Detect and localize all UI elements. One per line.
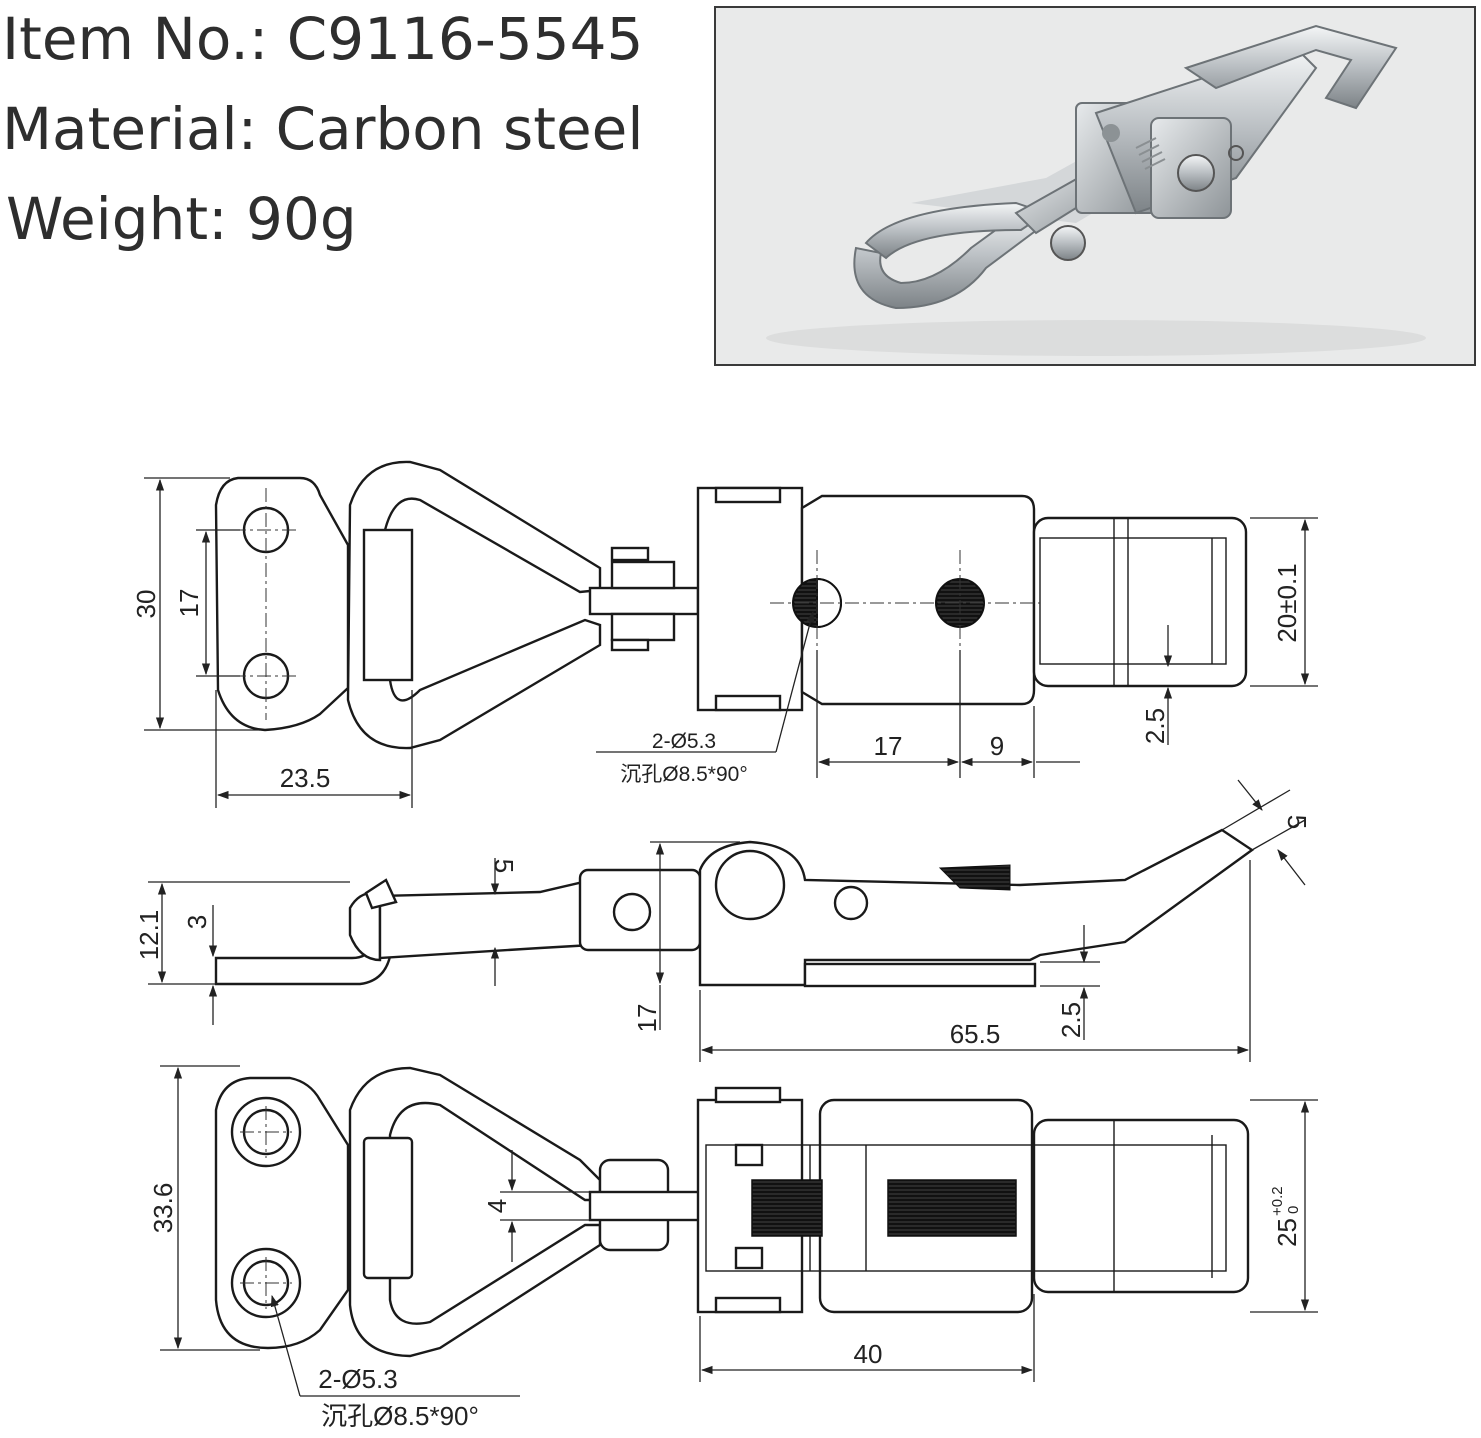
dim-side-tip: 5 xyxy=(1282,815,1312,829)
dim-bottom-width: 25 xyxy=(1272,1218,1302,1247)
item-number: Item No.: C9116-5545 xyxy=(2,5,644,73)
dim-top-hole-end: 9 xyxy=(990,731,1004,761)
weight-spec: Weight: 90g xyxy=(6,185,357,253)
dim-top-offset: 2.5 xyxy=(1140,708,1170,744)
dim-top-hole-pitch: 17 xyxy=(874,731,903,761)
material-spec: Material: Carbon steel xyxy=(2,95,644,163)
top-hole-note-1: 2-Ø5.3 xyxy=(652,730,716,753)
dim-bottom-base-length: 40 xyxy=(854,1339,883,1369)
dim-side-plate-thickness: 3 xyxy=(182,915,212,929)
dim-top-hole-spacing: 17 xyxy=(174,589,204,618)
bottom-view: 33.6 4 25 +0.2 0 40 2-Ø5.3 沉孔Ø8.5*90° xyxy=(148,1065,1318,1431)
dim-bottom-width-tol-lower: 0 xyxy=(1285,1206,1302,1214)
dim-side-base-thickness: 2.5 xyxy=(1056,1002,1086,1038)
dim-bottom-rod: 4 xyxy=(482,1199,512,1213)
dim-bottom-plate-height: 33.6 xyxy=(148,1183,178,1234)
dim-side-wire: 5 xyxy=(489,859,519,873)
bottom-hole-note-2: 沉孔Ø8.5*90° xyxy=(321,1401,479,1431)
top-hole-note-2: 沉孔Ø8.5*90° xyxy=(620,763,747,786)
latch-photo-illustration xyxy=(766,24,1426,356)
dim-top-plate-width: 23.5 xyxy=(280,763,331,793)
side-view: 12.1 3 5 17 5 2.5 65.5 xyxy=(134,779,1312,1062)
top-view: 30 17 23.5 20±0.1 2.5 17 9 2-Ø5.3 沉孔Ø8.5… xyxy=(131,460,1318,808)
dim-bottom-width-tol-upper: +0.2 xyxy=(1269,1186,1286,1216)
dim-side-total-height: 12.1 xyxy=(134,910,164,961)
dim-side-body-height: 17 xyxy=(632,1004,662,1033)
product-photo xyxy=(714,6,1476,366)
dim-top-height-outer: 30 xyxy=(131,590,161,619)
dim-top-latch-width: 20±0.1 xyxy=(1272,563,1302,642)
bottom-hole-note-1: 2-Ø5.3 xyxy=(318,1364,398,1394)
dim-side-length: 65.5 xyxy=(950,1019,1001,1049)
